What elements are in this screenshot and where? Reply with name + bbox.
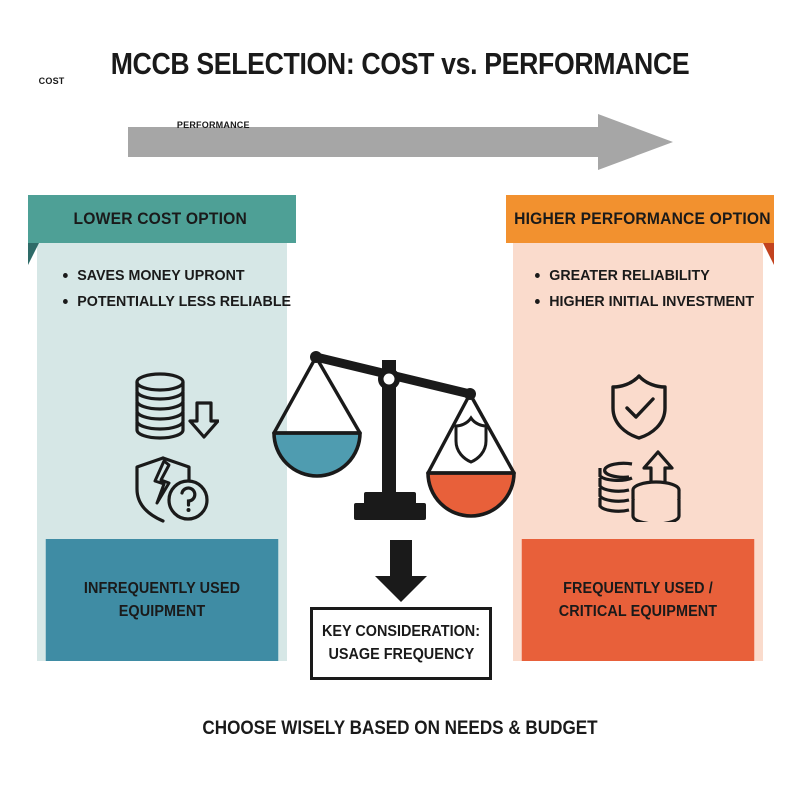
broken-shield-question-icon <box>135 456 209 523</box>
down-arrow-icon <box>375 540 427 602</box>
key-consideration-box: KEY CONSIDERATION: USAGE FREQUENCY <box>310 607 492 680</box>
right-arrow-icon <box>128 114 673 170</box>
higher-performance-banner-label: HIGHER PERFORMANCE OPTION <box>513 209 771 228</box>
right-footer-band: FREQUENTLY USED / CRITICAL EQUIPMENT <box>521 539 755 661</box>
lower-cost-banner: LOWER COST OPTION <box>28 195 296 243</box>
coins-up-icon <box>598 450 681 522</box>
right-banner-fold <box>763 243 774 265</box>
footer-tagline: CHOOSE WISELY BASED ON NEEDS & BUDGET <box>202 718 598 739</box>
key-consideration-line2: USAGE FREQUENCY <box>328 645 474 663</box>
higher-performance-banner: HIGHER PERFORMANCE OPTION <box>506 195 774 243</box>
coins-down-icon <box>135 372 219 440</box>
key-consideration-line1: KEY CONSIDERATION: <box>321 623 481 641</box>
left-footer-line1: INFREQUENTLY USED <box>83 579 241 597</box>
right-footer-line1: FREQUENTLY USED / <box>563 579 713 597</box>
lower-cost-column: INFREQUENTLY USED EQUIPMENT <box>37 243 287 661</box>
higher-performance-column: FREQUENTLY USED / CRITICAL EQUIPMENT <box>513 243 763 661</box>
scale-left-pan-label: COST <box>38 76 65 87</box>
left-footer-band: INFREQUENTLY USED EQUIPMENT <box>45 539 279 661</box>
list-item: HIGHER INITIAL INVESTMENT <box>535 294 773 309</box>
scale-right-pan-label: PERFORMANCE <box>176 120 250 131</box>
page-title: MCCB SELECTION: COST vs. PERFORMANCE <box>110 46 690 81</box>
lower-cost-banner-label: LOWER COST OPTION <box>73 209 247 228</box>
shield-check-icon <box>611 374 667 440</box>
right-footer-line2: CRITICAL EQUIPMENT <box>558 603 718 620</box>
higher-performance-bullets: GREATER RELIABILITY HIGHER INITIAL INVES… <box>513 268 785 320</box>
lower-cost-bullets: SAVES MONEY UPRONT POTENTIALLY LESS RELI… <box>37 268 313 320</box>
balance-scale-icon <box>272 351 516 520</box>
left-footer-line2: EQUIPMENT <box>118 603 206 620</box>
list-item: POTENTIALLY LESS RELIABLE <box>63 294 301 309</box>
list-item: SAVES MONEY UPRONT <box>63 268 301 283</box>
list-item: GREATER RELIABILITY <box>535 268 773 283</box>
left-banner-fold <box>28 243 39 265</box>
